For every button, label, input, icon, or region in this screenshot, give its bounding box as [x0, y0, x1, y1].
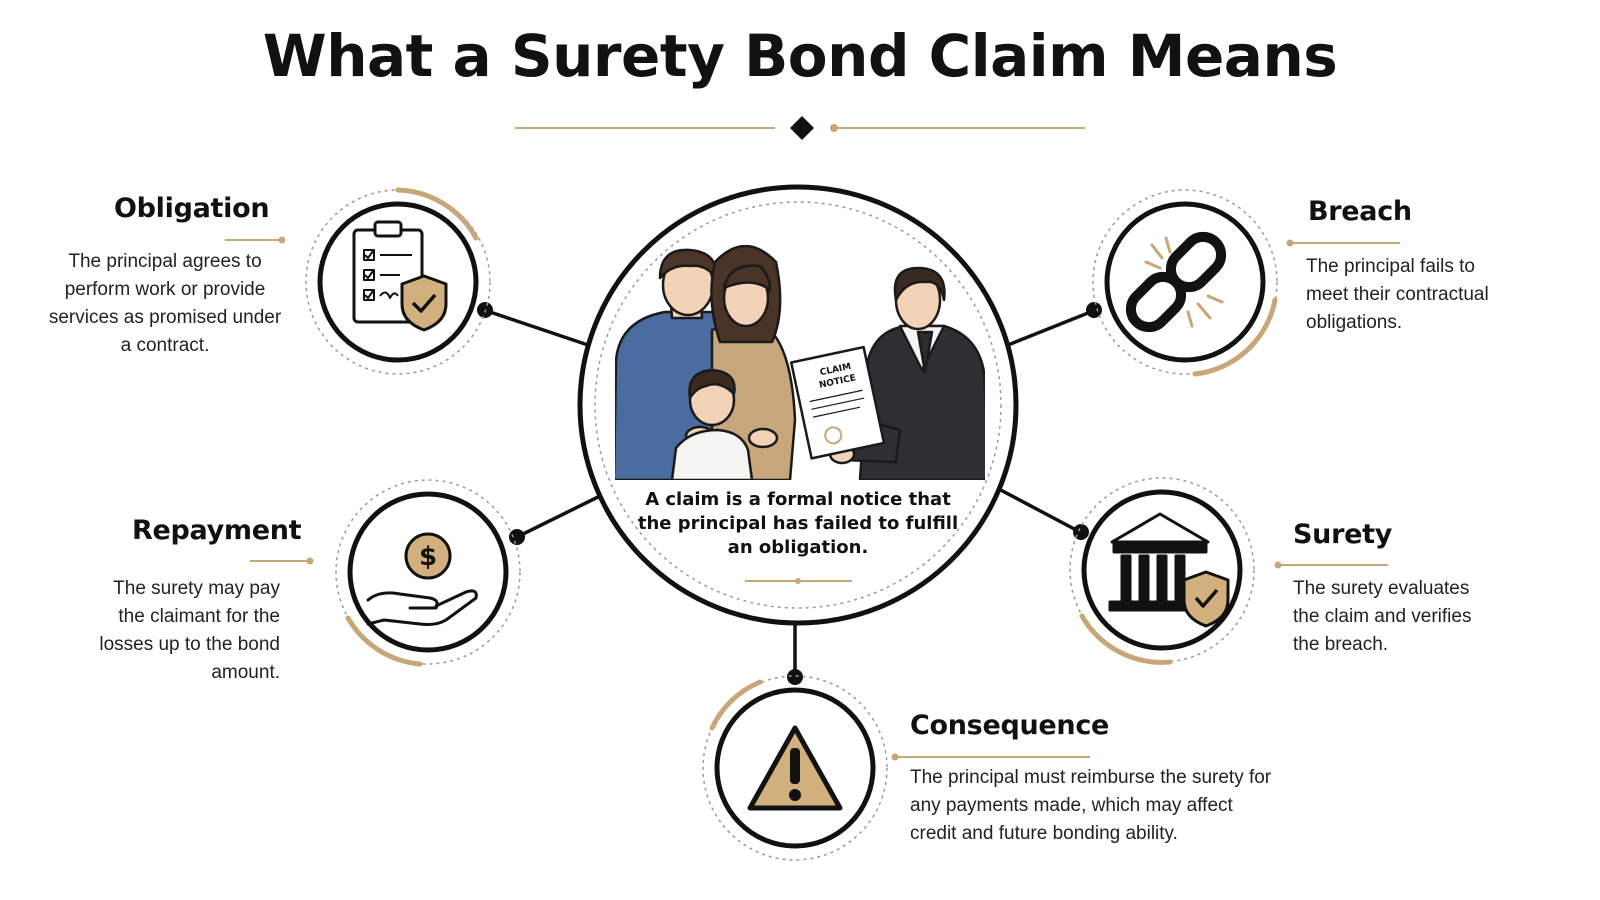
consequence-heading: Consequence [910, 710, 1110, 741]
obligation-underline-dot [278, 236, 286, 244]
hand-dollar-coin-icon [366, 532, 478, 626]
clipboard-checklist-shield-icon [352, 220, 448, 332]
consequence-description: The principal must reimburse the surety … [910, 767, 1272, 844]
breach-description: The principal fails to meet their contra… [1306, 256, 1489, 333]
broken-chain-icon [1125, 231, 1227, 333]
surety-heading: Surety [1293, 519, 1393, 550]
repayment-description: The surety may pay the claimant for the … [99, 578, 280, 683]
surety-description: The surety evaluates the claim and verif… [1293, 578, 1472, 655]
break-spark-lines [1144, 236, 1224, 328]
surety-underline-dot [1274, 561, 1282, 569]
connector-lines [486, 309, 1094, 677]
page-title: What a Surety Bond Claim Means [262, 22, 1338, 90]
breach-underline-dot [1286, 239, 1294, 247]
repayment-underline-dot [306, 557, 314, 565]
title-divider [515, 116, 1085, 140]
obligation-heading: Obligation [114, 193, 270, 224]
consequence-underline-dot [891, 753, 899, 761]
breach-heading: Breach [1308, 196, 1412, 227]
obligation-description: The principal agrees to perform work or … [48, 251, 282, 356]
warning-triangle-icon [747, 725, 843, 811]
family-receiving-claim-notice-illustration [615, 245, 985, 480]
bank-shield-icon [1108, 512, 1230, 628]
dollar-sign-glyph: $ [419, 542, 437, 572]
repayment-heading: Repayment [132, 515, 302, 546]
center-caption: A claim is a formal notice that the prin… [637, 489, 959, 558]
